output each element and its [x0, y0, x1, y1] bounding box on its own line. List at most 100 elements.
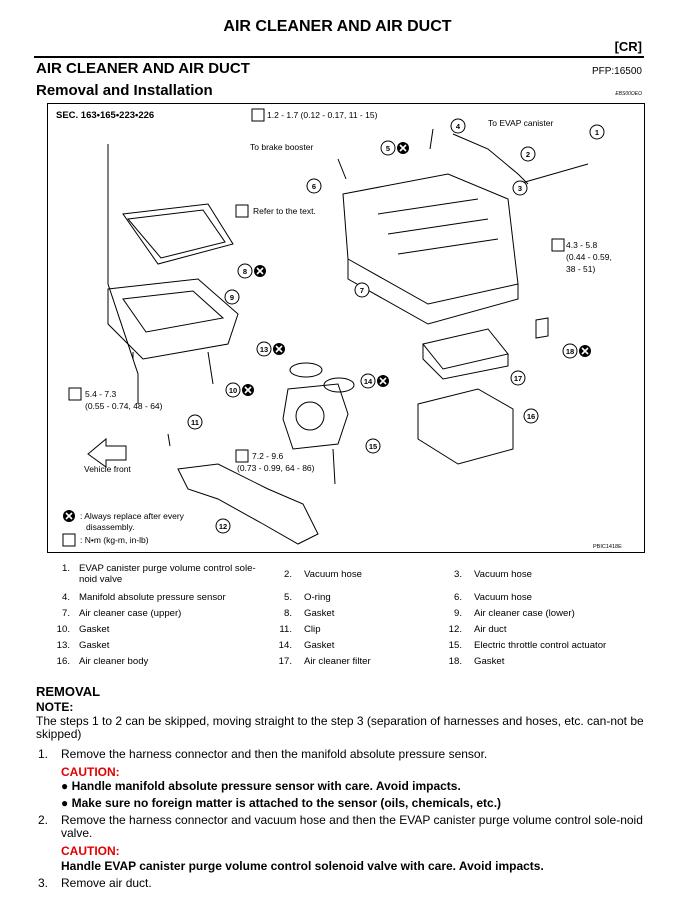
part-number: 2.	[283, 569, 292, 580]
svg-text:1: 1	[595, 128, 599, 137]
part-label: Air cleaner case (upper)	[79, 608, 182, 619]
part-label: O-ring	[304, 592, 331, 603]
svg-text:3: 3	[518, 184, 522, 193]
part-number: 12.	[448, 624, 462, 635]
svg-text:6: 6	[312, 182, 316, 191]
svg-text:12: 12	[219, 522, 227, 531]
svg-text:5: 5	[386, 144, 390, 153]
part-number: 6.	[453, 592, 462, 603]
part-number: 13.	[56, 640, 70, 651]
part-label: Clip	[304, 624, 321, 635]
part-number: 7.	[61, 608, 70, 619]
part-number: 15.	[448, 640, 462, 651]
step-number: 2.	[38, 813, 49, 827]
callout-4: 4	[450, 118, 466, 134]
legend-torque: : N•m (kg-m, in-lb)	[80, 535, 149, 545]
torque-icon	[251, 108, 265, 122]
callout-8: 8	[237, 263, 253, 279]
step-number: 3.	[38, 876, 49, 890]
callout-17: 17	[510, 370, 526, 386]
step-text: Remove the harness connector and vacuum …	[61, 813, 643, 840]
pfp-code: PFP:16500	[591, 66, 642, 77]
part-number: 17.	[278, 656, 292, 667]
part-number: 9.	[453, 608, 462, 619]
replace-icon	[254, 265, 266, 277]
torque-icon	[62, 533, 76, 547]
section-tag: [CR]	[614, 39, 642, 54]
part-label: Air cleaner body	[79, 656, 149, 667]
part-label: EVAP canister purge volume control sole-…	[79, 563, 256, 585]
torque-spec-top: 1.2 - 1.7 (0.12 - 0.17, 11 - 15)	[267, 110, 378, 120]
torque-icon	[551, 238, 565, 252]
to-evap-label: To EVAP canister	[488, 118, 554, 128]
subsection-title: Removal and Installation	[36, 82, 213, 99]
reference-code: EBS00OEO	[615, 91, 642, 97]
parts-illustration	[107, 128, 589, 545]
to-brake-label: To brake booster	[250, 142, 313, 152]
svg-text:18: 18	[566, 347, 574, 356]
replace-icon	[273, 343, 285, 355]
part-label: Vacuum hose	[474, 569, 532, 580]
part-number: 1.	[61, 563, 70, 574]
section-title: AIR CLEANER AND AIR DUCT	[36, 60, 250, 77]
callout-6: 6	[306, 178, 322, 194]
svg-text:10: 10	[229, 386, 237, 395]
part-number: 14.	[278, 640, 292, 651]
caution-label: CAUTION:	[61, 765, 120, 779]
part-label: Gasket	[304, 640, 335, 651]
caution-text: Handle EVAP canister purge volume contro…	[61, 859, 544, 873]
callout-5: 5	[380, 140, 396, 156]
replace-icon	[242, 384, 254, 396]
replace-icon	[397, 142, 409, 154]
part-label: Air cleaner filter	[304, 656, 371, 667]
part-number: 16.	[56, 656, 70, 667]
part-label: Air cleaner case (lower)	[474, 608, 575, 619]
caution-bullet: ● Handle manifold absolute pressure sens…	[61, 779, 461, 793]
callout-7: 7	[354, 282, 370, 298]
note-text: The steps 1 to 2 can be skipped, moving …	[36, 714, 644, 741]
torque-right-3: 38 - 51)	[566, 264, 595, 274]
svg-text:11: 11	[191, 418, 199, 427]
svg-text:15: 15	[369, 442, 377, 451]
page-title: AIR CLEANER AND AIR DUCT	[223, 18, 452, 35]
torque-right-1: 4.3 - 5.8	[566, 240, 597, 250]
svg-text:17: 17	[514, 374, 522, 383]
part-label: Gasket	[304, 608, 335, 619]
step-number: 1.	[38, 747, 49, 761]
callout-2: 2	[520, 146, 536, 162]
divider	[34, 56, 644, 58]
vehicle-front-arrow-icon	[87, 437, 127, 468]
removal-heading: REMOVAL	[36, 684, 101, 699]
part-number: 4.	[61, 592, 70, 603]
caution-label: CAUTION:	[61, 844, 120, 858]
svg-text:13: 13	[260, 345, 268, 354]
note-label: NOTE:	[36, 700, 74, 714]
callout-11: 11	[187, 414, 203, 430]
torque-icon	[68, 387, 82, 401]
svg-text:14: 14	[364, 377, 373, 386]
part-label: Air duct	[474, 624, 507, 635]
torque-left-1: 5.4 - 7.3	[85, 389, 116, 399]
caution-bullet: ● Make sure no foreign matter is attache…	[61, 796, 502, 810]
step-text: Remove air duct.	[61, 876, 152, 890]
torque-left-2: (0.55 - 0.74, 48 - 64)	[85, 401, 163, 411]
callout-14: 14	[360, 373, 376, 389]
svg-text:9: 9	[230, 293, 234, 302]
callout-9: 9	[224, 289, 240, 305]
callout-18: 18	[562, 343, 578, 359]
step-text: Remove the harness connector and then th…	[61, 747, 488, 761]
svg-text:4: 4	[456, 122, 461, 131]
svg-text:7: 7	[360, 286, 364, 295]
part-number: 3.	[453, 569, 462, 580]
replace-icon	[63, 510, 75, 522]
vehicle-front-label: Vehicle front	[84, 464, 131, 474]
svg-text:16: 16	[527, 412, 535, 421]
part-label: Manifold absolute pressure sensor	[79, 592, 226, 603]
torque-mid-2: (0.73 - 0.99, 64 - 86)	[237, 463, 315, 473]
part-number: 8.	[283, 608, 292, 619]
callout-15: 15	[365, 438, 381, 454]
part-number: 10.	[56, 624, 70, 635]
section-codes: SEC. 163•165•223•226	[56, 110, 154, 121]
part-label: Electric throttle control actuator	[474, 640, 607, 651]
part-label: Gasket	[474, 656, 505, 667]
